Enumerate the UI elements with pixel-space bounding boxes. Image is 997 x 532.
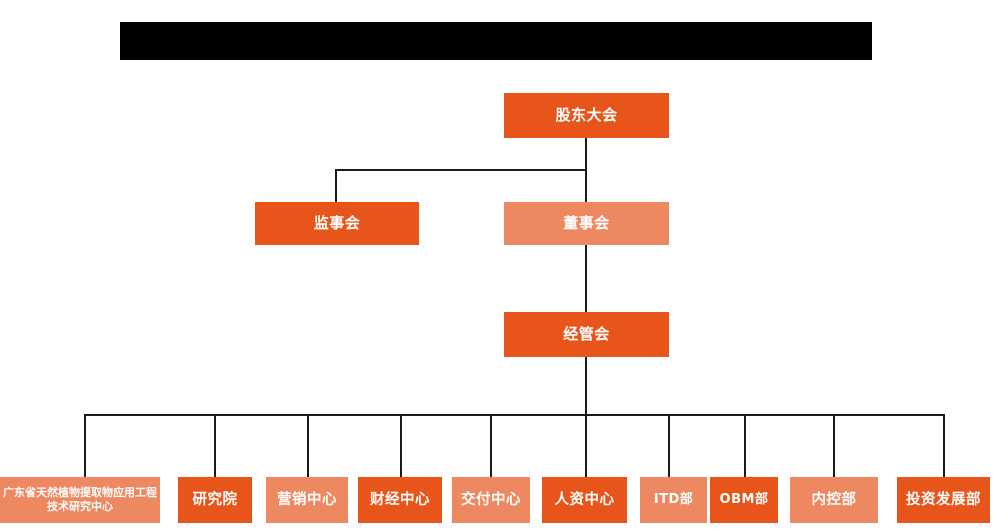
connector-drop-guangdong-research-center (84, 414, 86, 477)
connector-drop-hr-center (585, 414, 587, 477)
node-finance-center[interactable]: 财经中心 (358, 477, 442, 523)
node-marketing-center[interactable]: 营销中心 (266, 477, 348, 523)
connector-management-down (585, 357, 587, 415)
connector-supervisors-down (335, 169, 337, 202)
connector-drop-investment-development-department (943, 414, 945, 477)
connector-drop-itd-department (668, 414, 670, 477)
connector-drop-finance-center (400, 414, 402, 477)
node-itd-department[interactable]: ITD部 (640, 477, 707, 523)
node-label: 经管会 (563, 324, 610, 343)
node-label: 股东大会 (555, 105, 618, 124)
node-label: 内控部 (811, 491, 857, 508)
connector-departments-bus (84, 414, 945, 416)
connector-directors-to-management (585, 244, 587, 312)
node-label: 投资发展部 (906, 491, 981, 508)
connector-drop-internal-control-department (833, 414, 835, 477)
node-guangdong-research-center[interactable]: 广东省天然植物提取物应用工程技术研究中心 (0, 477, 160, 523)
node-investment-development-department[interactable]: 投资发展部 (897, 477, 990, 523)
node-label: 董事会 (563, 213, 610, 232)
node-label: 研究院 (192, 491, 238, 508)
node-label: 广东省天然植物提取物应用工程技术研究中心 (3, 485, 157, 513)
node-board-of-supervisors[interactable]: 监事会 (255, 202, 419, 245)
connector-directors-down (585, 169, 587, 202)
node-research-institute[interactable]: 研究院 (178, 477, 252, 523)
node-label: 财经中心 (370, 491, 430, 508)
node-label: ITD部 (653, 491, 694, 507)
node-management-committee[interactable]: 经管会 (504, 312, 669, 357)
node-label: OBM部 (719, 491, 769, 507)
node-label: 人资中心 (554, 491, 615, 508)
node-shareholders-meeting[interactable]: 股东大会 (504, 93, 669, 138)
connector-drop-marketing-center (307, 414, 309, 477)
node-delivery-center[interactable]: 交付中心 (452, 477, 530, 523)
node-label: 营销中心 (277, 491, 337, 508)
node-internal-control-department[interactable]: 内控部 (790, 477, 878, 523)
node-board-of-directors[interactable]: 董事会 (504, 202, 669, 245)
connector-drop-delivery-center (490, 414, 492, 477)
connector-level2-bus (335, 169, 587, 171)
connector-drop-obm-department (744, 414, 746, 477)
connector-shareholders-down (585, 138, 587, 171)
node-label: 监事会 (313, 213, 361, 232)
node-obm-department[interactable]: OBM部 (710, 477, 778, 523)
node-label: 交付中心 (461, 491, 521, 508)
redacted-title-bar (120, 22, 872, 60)
connector-drop-research-institute (214, 414, 216, 477)
node-hr-center[interactable]: 人资中心 (542, 477, 627, 523)
